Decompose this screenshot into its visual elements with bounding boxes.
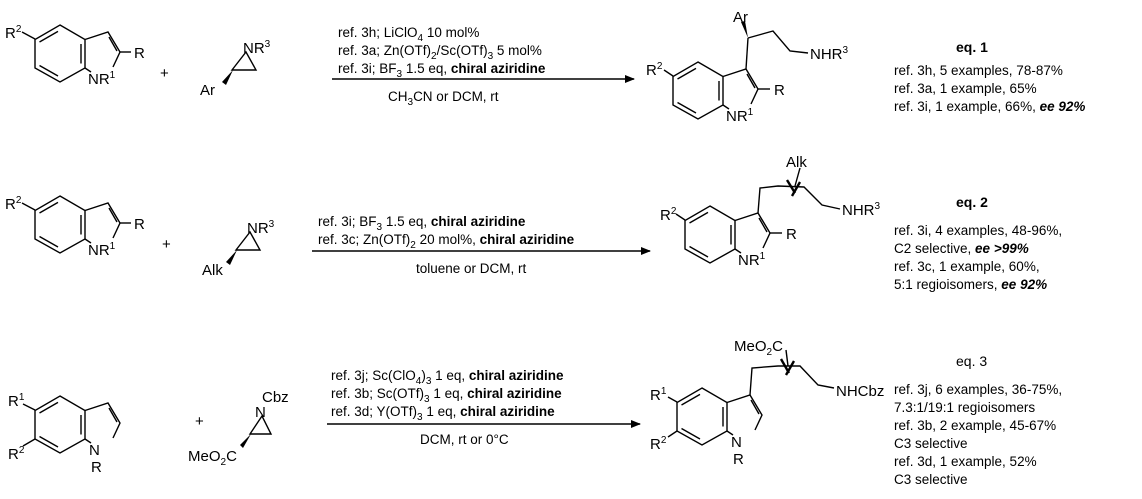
eq2-conditions: ref. 3i; BF3 1.5 eq, chiral aziridine re… bbox=[312, 214, 651, 276]
eq3-product-r2-label: R2 bbox=[650, 435, 667, 453]
eq2-note-2: C2 selective, ee >99% bbox=[894, 241, 1029, 256]
eq3-product-tryptophan: MeO2C NHCbz R1 R2 N R bbox=[650, 338, 884, 468]
eq1-reactant-aryl-aziridine: NR3 Ar bbox=[200, 39, 271, 99]
eq1-nr3-label: NR3 bbox=[243, 39, 271, 57]
eq3-solvent: DCM, rt or 0°C bbox=[420, 432, 509, 447]
eq2-product-r-label: R bbox=[786, 226, 797, 243]
eq1-product-r-label: R bbox=[774, 82, 785, 99]
eq1-notes: eq. 1 ref. 3h, 5 examples, 78-87% ref. 3… bbox=[894, 39, 1085, 114]
eq2-note-1: ref. 3i, 4 examples, 48-96%, bbox=[894, 223, 1062, 238]
eq2-reactant-indole: R2 R NR1 bbox=[5, 195, 145, 259]
eq3-reactant-cbz-aziridine: N Cbz MeO2C bbox=[188, 389, 289, 468]
eq2-note-3: ref. 3c, 1 example, 60%, bbox=[894, 259, 1040, 274]
eq3-r2-label: R2 bbox=[8, 445, 25, 463]
eq1-plus-sign: + bbox=[160, 65, 169, 82]
eq2-r2-label: R2 bbox=[5, 195, 22, 213]
eq1-note-3: ref. 3i, 1 example, 66%, ee 92% bbox=[894, 99, 1085, 114]
eq3-n-label: N bbox=[89, 442, 100, 459]
eq1-nr1-label: NR1 bbox=[88, 70, 116, 88]
eq3-note-2: 7.3:1/19:1 regioisomers bbox=[894, 400, 1035, 415]
eq1-product-nhr3-label: NHR3 bbox=[810, 45, 849, 63]
eq1-product-tryptamine: Ar NHR3 R2 R NR1 bbox=[646, 9, 849, 125]
eq3-condition-3: ref. 3d; Y(OTf)3 1 eq, chiral aziridine bbox=[331, 404, 555, 423]
eq3-note-1: ref. 3j, 6 examples, 36-75%, bbox=[894, 382, 1062, 397]
eq1-note-2: ref. 3a, 1 example, 65% bbox=[894, 81, 1037, 96]
eq1-r2-label: R2 bbox=[5, 24, 22, 42]
eq3-note-4: C3 selective bbox=[894, 436, 968, 451]
eq2-condition-1: ref. 3i; BF3 1.5 eq, chiral aziridine bbox=[318, 214, 526, 233]
eq2-plus-sign: + bbox=[162, 236, 171, 253]
eq3-condition-1: ref. 3j; Sc(ClO4)3 1 eq, chiral aziridin… bbox=[331, 368, 564, 387]
eq2-product-nhr3-label: NHR3 bbox=[842, 201, 881, 219]
eq2-product-alk-label: Alk bbox=[786, 154, 807, 171]
eq2-nr1-label: NR1 bbox=[88, 241, 116, 259]
eq2-product-tryptamine: Alk NHR3 R2 R NR1 bbox=[660, 154, 881, 269]
eq2-condition-2: ref. 3c; Zn(OTf)2 20 mol%, chiral azirid… bbox=[318, 232, 575, 251]
eq3-product-r1-label: R1 bbox=[650, 386, 667, 404]
eq1-note-1: ref. 3h, 5 examples, 78-87% bbox=[894, 63, 1063, 78]
eq1-solvent: CH3CN or DCM, rt bbox=[388, 89, 499, 108]
eq3-r1-label: R1 bbox=[8, 392, 25, 410]
eq3-title: eq. 3 bbox=[956, 353, 987, 369]
eq1-condition-1: ref. 3h; LiClO4 10 mol% bbox=[338, 25, 479, 44]
eq3-note-6: C3 selective bbox=[894, 472, 968, 487]
eq3-product-nhcbz-label: NHCbz bbox=[836, 383, 884, 400]
eq2-product-r2-label: R2 bbox=[660, 206, 677, 224]
eq1-condition-3: ref. 3i; BF3 1.5 eq, chiral aziridine bbox=[338, 61, 546, 80]
eq3-product-co2me-label: MeO2C bbox=[734, 338, 783, 358]
eq2-title: eq. 2 bbox=[956, 194, 988, 210]
eq3-reactant-indole: R1 R2 N R bbox=[8, 392, 121, 476]
eq2-product-nr1-label: NR1 bbox=[738, 251, 766, 269]
eq2-reactant-alkyl-aziridine: NR3 Alk bbox=[202, 219, 275, 279]
eq3-conditions: ref. 3j; Sc(ClO4)3 1 eq, chiral aziridin… bbox=[327, 368, 641, 447]
eq3-nr-label: R bbox=[91, 459, 102, 476]
eq3-n-aziridine-label: N bbox=[255, 404, 266, 421]
eq1-product-r2-label: R2 bbox=[646, 61, 663, 79]
eq3-product-nr-label: R bbox=[733, 451, 744, 468]
eq3-note-5: ref. 3d, 1 example, 52% bbox=[894, 454, 1037, 469]
eq2-r-label: R bbox=[134, 216, 145, 233]
eq1-product-nr1-label: NR1 bbox=[726, 107, 754, 125]
eq1-condition-2: ref. 3a; Zn(OTf)2/Sc(OTf)3 5 mol% bbox=[338, 43, 542, 62]
eq2-alk-label: Alk bbox=[202, 262, 223, 279]
eq3-note-3: ref. 3b, 2 example, 45-67% bbox=[894, 418, 1056, 433]
eq3-condition-2: ref. 3b; Sc(OTf)3 1 eq, chiral aziridine bbox=[331, 386, 562, 405]
eq1-title: eq. 1 bbox=[956, 39, 988, 55]
eq1-ar-label: Ar bbox=[200, 82, 215, 99]
eq1-product-ar-label: Ar bbox=[733, 9, 748, 26]
eq2-solvent: toluene or DCM, rt bbox=[416, 261, 527, 276]
eq1-reactant-indole: R2 R NR1 bbox=[5, 24, 145, 88]
eq3-cbz-label: Cbz bbox=[262, 389, 289, 406]
eq3-plus-sign: + bbox=[195, 413, 204, 430]
eq2-nr3-label: NR3 bbox=[247, 219, 275, 237]
eq2-notes: eq. 2 ref. 3i, 4 examples, 48-96%, C2 se… bbox=[894, 194, 1062, 292]
eq3-notes: eq. 3 ref. 3j, 6 examples, 36-75%, 7.3:1… bbox=[894, 353, 1062, 487]
eq3-co2me-label: MeO2C bbox=[188, 448, 237, 468]
eq2-note-4: 5:1 regioisomers, ee 92% bbox=[894, 277, 1047, 292]
eq3-product-n-label: N bbox=[731, 434, 742, 451]
eq1-conditions: ref. 3h; LiClO4 10 mol% ref. 3a; Zn(OTf)… bbox=[332, 25, 635, 108]
eq1-r-label: R bbox=[134, 45, 145, 62]
